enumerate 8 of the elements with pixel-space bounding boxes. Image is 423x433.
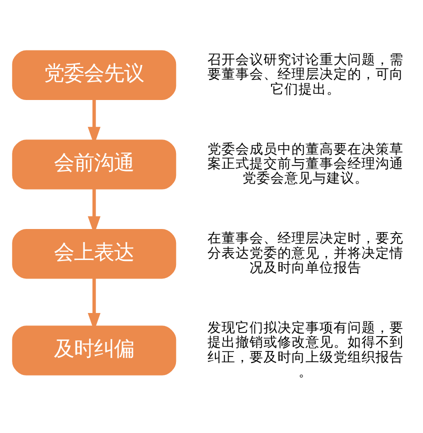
- node-label: 在董事会、经理层决定时，要充分表达党委的意见，并将决定情况及时向单位报告: [208, 230, 404, 276]
- node-box: 及时纠偏: [12, 326, 176, 376]
- node-label: 党委会成员中的董高要在决策草案正式提交前与董事会经理沟通党委会意见与建议。: [208, 141, 404, 187]
- node-box: 会前沟通: [12, 140, 176, 190]
- node-box: 党委会先议: [12, 50, 176, 100]
- node-box: 会上表达: [12, 228, 176, 279]
- node-label: 召开会议研究讨论重大问题，需要董事会、经理层决定的，可向它们提出。: [208, 52, 404, 98]
- node-label: 发现它们拟决定事项有问题，要提出撤销或修改意见。如得不到纠正，要及时向上级党组织报告。: [208, 320, 404, 380]
